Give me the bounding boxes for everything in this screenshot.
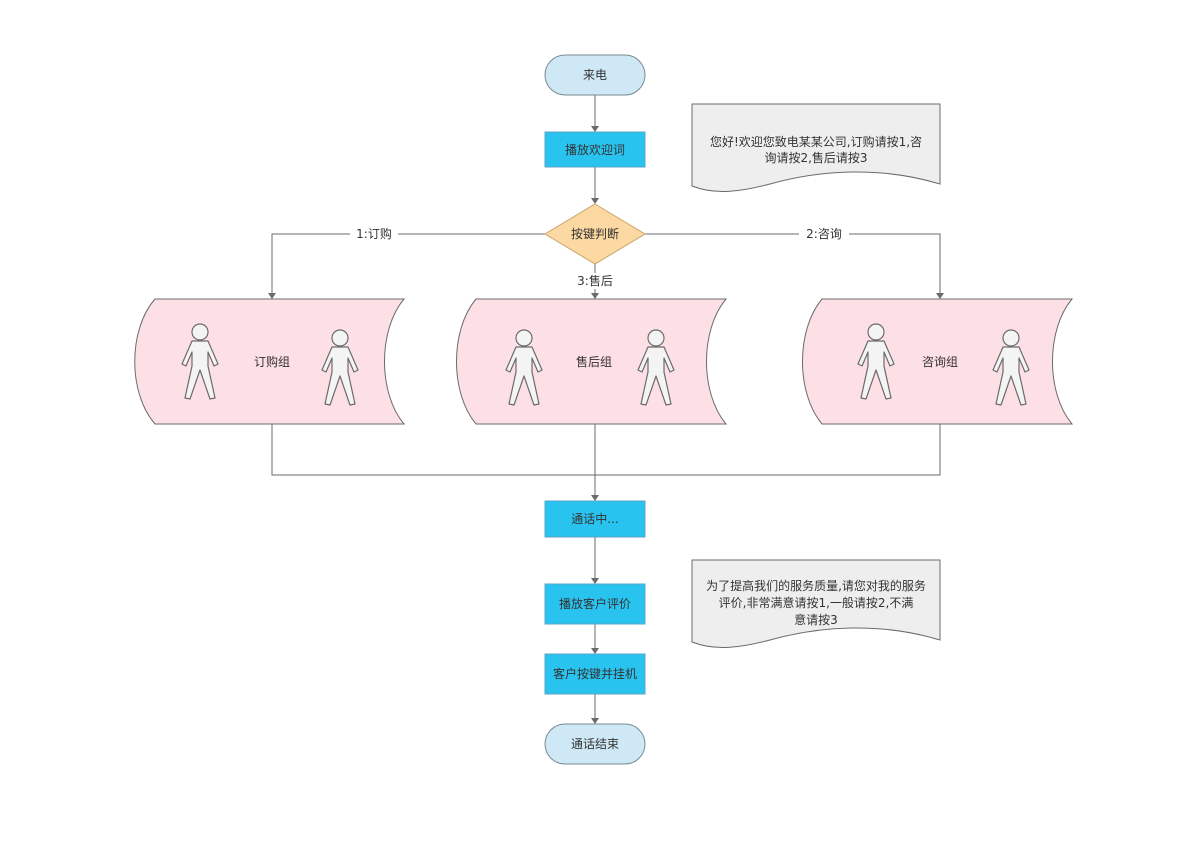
edge-labels: 1:订购 3:售后 2:咨询 (350, 226, 849, 289)
hangup-node[interactable]: 客户按键并挂机 (544, 653, 646, 695)
welcome-note-line-2: 询请按2,售后请按3 (764, 150, 867, 165)
end-label: 通话结束 (571, 737, 619, 751)
end-node[interactable]: 通话结束 (544, 723, 646, 765)
edge-decision-consult (645, 233, 941, 294)
rating-note-line-1: 为了提高我们的服务质量,请您对我的服务 (706, 578, 926, 593)
arrow-after (591, 293, 599, 299)
rating-node[interactable]: 播放客户评价 (544, 583, 646, 625)
group-order-label: 订购组 (254, 354, 290, 369)
arrow-order (268, 293, 276, 299)
decision-node[interactable]: 按键判断 (544, 203, 646, 265)
group-after-label: 售后组 (576, 354, 612, 369)
edge-decision-order (271, 233, 545, 294)
hangup-label: 客户按键并挂机 (553, 666, 637, 681)
group-after[interactable]: 售后组 (456, 298, 728, 425)
rating-note: 为了提高我们的服务质量,请您对我的服务 评价,非常满意请按1,一般请按2,不满 … (691, 559, 941, 649)
arrow-consult (936, 293, 944, 299)
arrow-welcome (591, 126, 599, 132)
rating-note-line-3: 意请按3 (794, 612, 838, 627)
rating-note-line-2: 评价,非常满意请按1,一般请按2,不满 (719, 595, 914, 610)
welcome-node[interactable]: 播放欢迎词 (544, 131, 646, 168)
welcome-label: 播放欢迎词 (565, 142, 625, 157)
arrow-decision (591, 198, 599, 204)
edge-label-after: 3:售后 (577, 273, 613, 288)
welcome-note-line-1: 您好!欢迎您致电某某公司,订购请按1,咨 (710, 134, 922, 149)
rating-label: 播放客户评价 (559, 596, 631, 611)
arrow-end (591, 718, 599, 724)
calling-node[interactable]: 通话中... (544, 500, 646, 538)
edge-label-order: 1:订购 (356, 226, 392, 241)
group-order[interactable]: 订购组 (134, 298, 406, 425)
edge-order-merge (271, 424, 595, 476)
start-node[interactable]: 来电 (544, 54, 646, 96)
arrow-rating (591, 578, 599, 584)
edge-consult-merge (595, 424, 941, 476)
start-label: 来电 (583, 68, 607, 82)
group-consult[interactable]: 咨询组 (802, 298, 1074, 425)
edge-label-consult: 2:咨询 (806, 226, 842, 241)
welcome-note: 您好!欢迎您致电某某公司,订购请按1,咨 询请按2,售后请按3 (691, 103, 941, 193)
edges (268, 95, 944, 724)
group-consult-label: 咨询组 (922, 354, 958, 369)
calling-label: 通话中... (571, 511, 618, 526)
decision-label: 按键判断 (571, 226, 619, 241)
arrow-calling (591, 495, 599, 501)
arrow-hangup (591, 648, 599, 654)
